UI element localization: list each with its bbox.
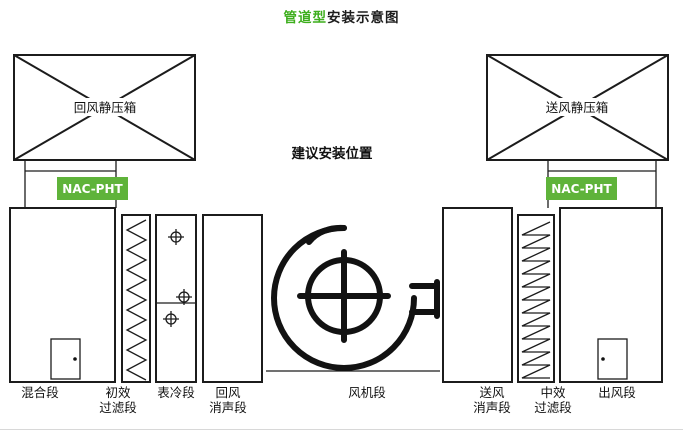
primary-filter-section <box>121 214 151 383</box>
return-silencer-box <box>202 214 263 383</box>
supply-silencer-box <box>442 207 513 383</box>
primary-filter-box <box>121 214 151 383</box>
nac-pht-badge-right-bg <box>546 177 617 200</box>
fan-impeller-cross <box>297 249 391 343</box>
fan-volute <box>271 225 417 371</box>
outlet-door <box>597 338 628 380</box>
medium-filter-box <box>517 214 555 383</box>
return-plenum-box <box>13 54 196 161</box>
coil-symbol <box>163 311 179 327</box>
mixing-section <box>9 207 116 383</box>
supply-plenum: 送风静压箱 <box>486 54 669 161</box>
cooling-section-box <box>155 214 197 383</box>
outlet-section-box <box>559 207 663 383</box>
suggested-position-label: 建议安装位置 <box>291 145 373 162</box>
fan-volute-inlet-curl <box>306 224 347 245</box>
nac-pht-badge-right-label: NAC-PHT <box>551 182 612 196</box>
coil-cross <box>168 229 184 245</box>
coil-cross <box>176 289 192 305</box>
nac-pht-badge-left: NAC-PHT <box>57 177 128 200</box>
fan-section <box>266 224 440 372</box>
primary-filter-media <box>125 219 148 381</box>
return-plenum-label-bg <box>72 98 138 116</box>
outlet-door-handle <box>601 357 605 361</box>
cooling-section <box>155 214 197 383</box>
return-plenum-label: 回风静压箱 <box>74 100 137 115</box>
supply-plenum-label-bg <box>544 98 610 116</box>
label-fan: 风机段 <box>348 385 386 400</box>
medium-filter-section <box>517 214 555 383</box>
section-labels: 混合段 初效 过滤段 表冷段 回风 消声段 风机段 送风 消声段 中效 过滤段 … <box>21 385 636 415</box>
fan-outlet <box>409 279 440 319</box>
supply-plenum-box <box>486 54 669 161</box>
page-title: 管道型安装示意图 <box>0 6 683 26</box>
coil-cross <box>163 311 179 327</box>
supply-plenum-label: 送风静压箱 <box>546 100 609 115</box>
label-primary-filter-line2: 过滤段 <box>99 400 137 415</box>
label-outlet: 出风段 <box>598 385 636 400</box>
title-highlight: 管道型 <box>283 10 327 26</box>
medium-filter-media <box>521 221 551 379</box>
nac-pht-badge-left-label: NAC-PHT <box>62 182 123 196</box>
label-primary-filter-line1: 初效 <box>105 385 131 400</box>
label-medium-filter-line1: 中效 <box>540 385 566 400</box>
label-return-silencer-line2: 消声段 <box>209 400 247 415</box>
coil-symbol <box>168 229 184 245</box>
nac-pht-badge-right: NAC-PHT <box>546 177 617 200</box>
label-supply-silencer-line1: 送风 <box>479 385 505 400</box>
label-return-silencer-line1: 回风 <box>215 385 241 400</box>
label-cooling: 表冷段 <box>157 385 195 400</box>
title-rest: 安装示意图 <box>327 10 400 26</box>
nac-pht-badge-left-bg <box>57 177 128 200</box>
outlet-section <box>559 207 663 383</box>
mixing-door-handle <box>73 357 77 361</box>
label-medium-filter-line2: 过滤段 <box>534 400 572 415</box>
label-supply-silencer-line2: 消声段 <box>473 400 511 415</box>
mixing-section-box <box>9 207 116 383</box>
mixing-door <box>50 338 81 380</box>
coil-symbol <box>176 289 192 305</box>
label-mixing: 混合段 <box>21 385 59 400</box>
return-plenum: 回风静压箱 <box>13 54 196 161</box>
